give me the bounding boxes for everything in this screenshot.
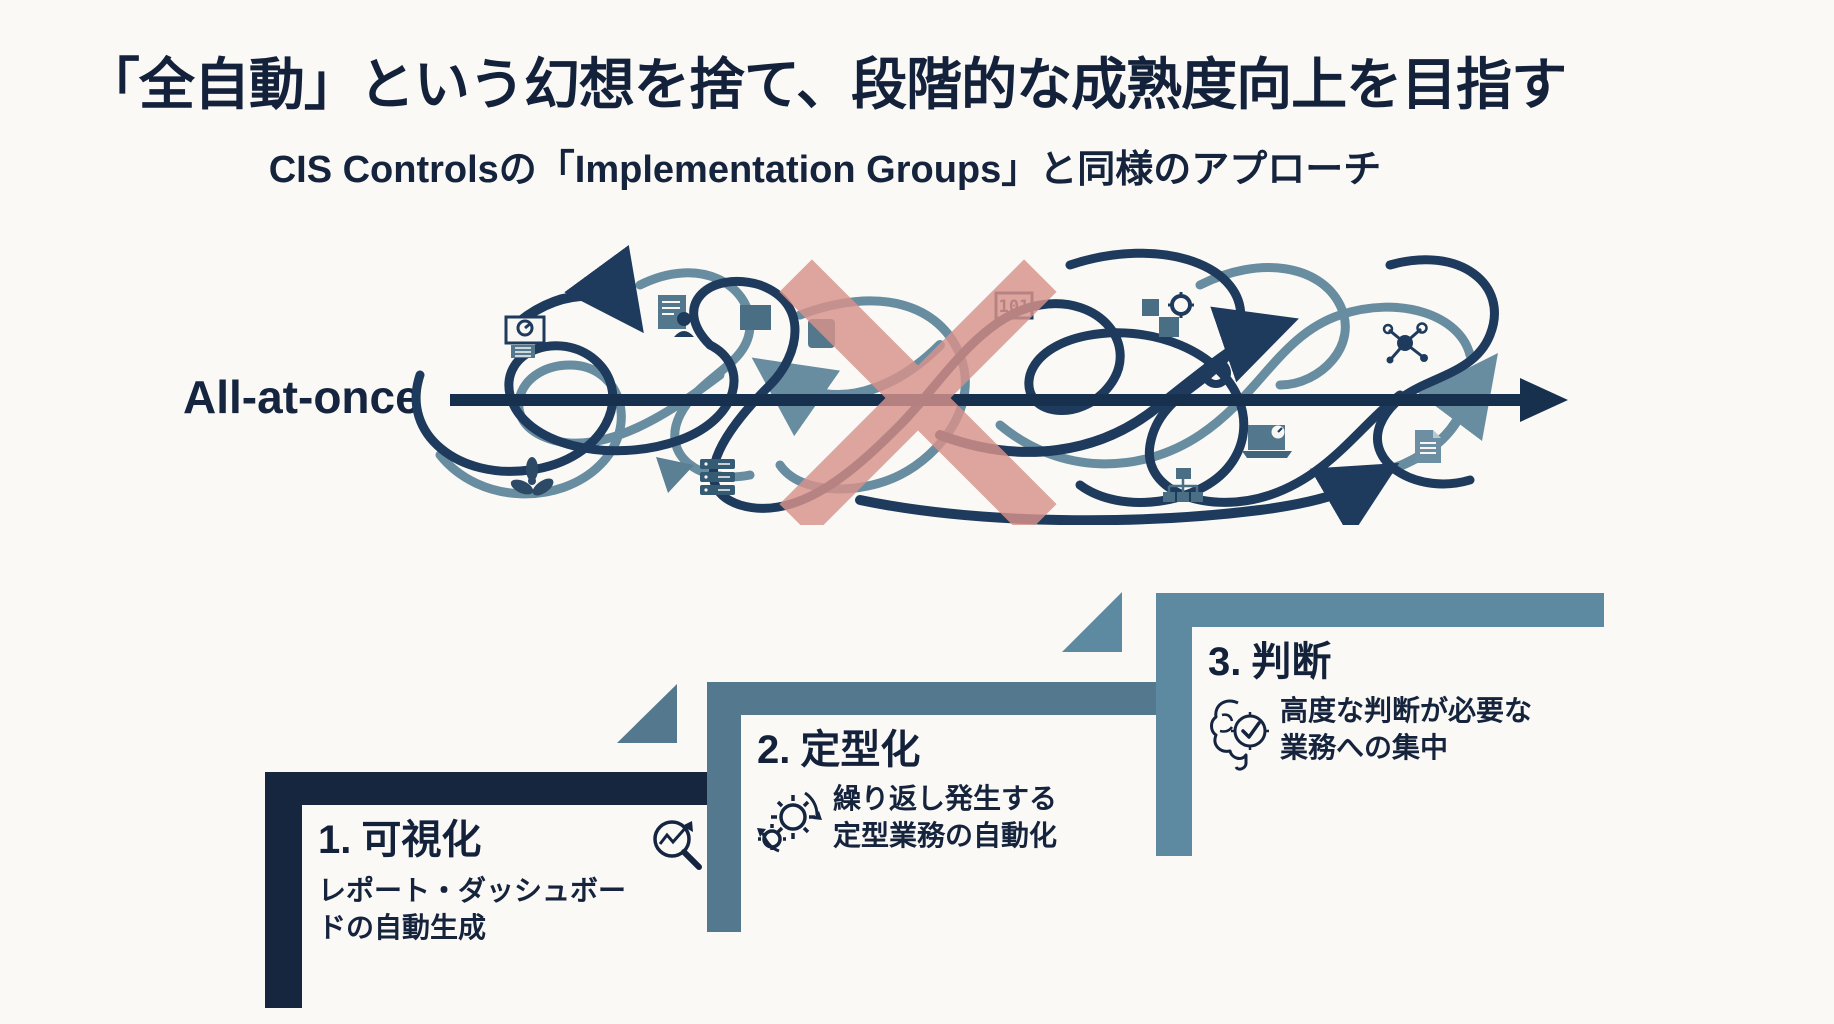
presentation-chart-icon — [504, 315, 546, 358]
step-2-number: 2. — [757, 728, 791, 772]
network-nodes-icon — [1382, 322, 1428, 364]
step-3-heading: 3.判断 — [1208, 639, 1594, 685]
document-person-icon — [658, 295, 694, 337]
step-3-number: 3. — [1208, 640, 1242, 684]
propeller-icon — [510, 457, 554, 496]
step-2-description: 繰り返し発生する 定型業務の自動化 — [833, 783, 1058, 851]
ring-icon — [1201, 358, 1231, 388]
page-title: 「全自動」という幻想を捨て、段階的な成熟度向上を目指す — [83, 53, 1567, 116]
brain-check-icon — [1210, 699, 1269, 771]
step-2-heading: 2.定型化 — [757, 727, 1146, 773]
square-icon — [740, 305, 771, 330]
step-1-description: レポート・ダッシュボー ドの自動生成 — [318, 875, 627, 943]
gears-cycle-icon — [757, 791, 822, 853]
org-chart-icon — [1163, 468, 1203, 502]
step-up-triangle-1 — [617, 684, 677, 743]
step-up-triangle-2 — [1062, 592, 1122, 652]
down-arrowhead-icon — [656, 457, 694, 493]
step-3-description: 高度な判断が必要な 業務への集中 — [1280, 695, 1533, 763]
step-1-title: 可視化 — [361, 818, 482, 862]
page-subtitle: CIS Controlsの「Implementation Groups」と同様の… — [268, 149, 1382, 191]
cross-x-mark — [779, 259, 1057, 525]
main-axis-arrow — [450, 378, 1568, 422]
step-3-title: 判断 — [1251, 640, 1332, 684]
laptop-gauge-icon — [1242, 425, 1292, 458]
step-2-box: 2.定型化 繰り返し発生する 定型業務の自動化 — [707, 682, 1156, 932]
magnifier-trend-icon — [653, 820, 702, 870]
step-2-title: 定型化 — [800, 728, 921, 772]
step-1-box: 1.可視化 レポート・ダッシュボー ドの自動生成 — [265, 772, 714, 1008]
puzzle-gear-icon — [1142, 292, 1194, 337]
document-icon — [1415, 430, 1441, 463]
servers-icon — [700, 459, 735, 495]
step-3-box: 3.判断 高度な判断が必要な 業務への集中 — [1156, 593, 1604, 856]
all-at-once-label: All-at-once — [183, 371, 421, 423]
step-1-number: 1. — [318, 818, 352, 862]
tangled-arrows-illustration: 101 — [411, 244, 1568, 525]
step-1-heading: 1.可視化 — [318, 817, 704, 863]
